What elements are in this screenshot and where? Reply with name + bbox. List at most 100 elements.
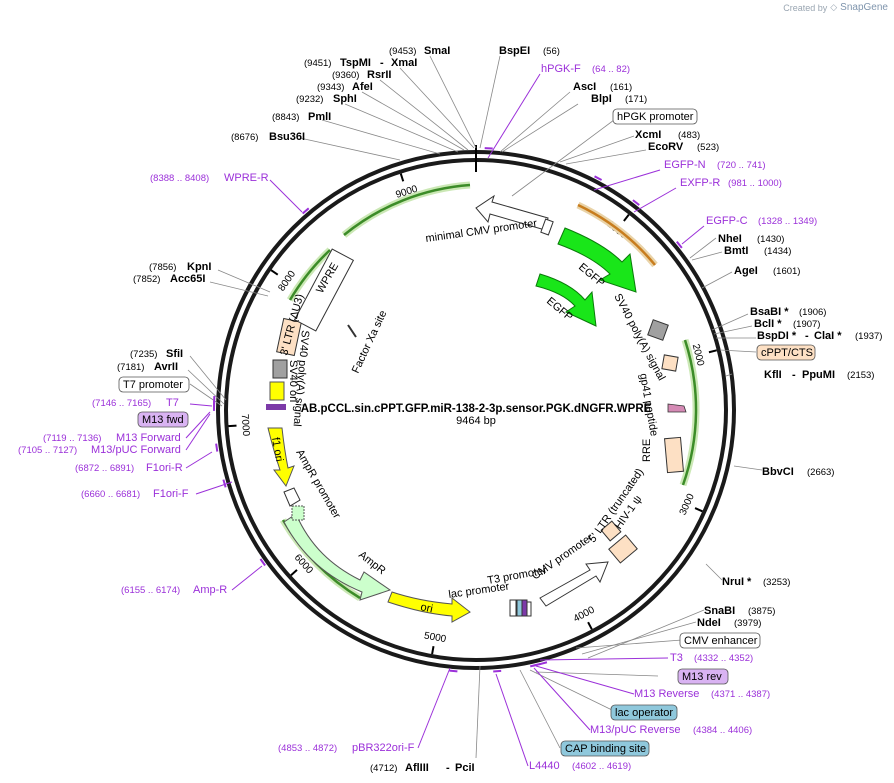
enzyme-afei: AfeI bbox=[352, 81, 373, 93]
primer-m13-puc-reverse: M13/pUC Reverse bbox=[590, 724, 680, 736]
enzyme-blpi: BlpI bbox=[591, 93, 612, 105]
enzyme-sphi-pos: (9232) bbox=[296, 94, 323, 105]
enzyme-bmti: BmtI bbox=[724, 245, 748, 257]
enzyme-tspmi-pos: (9451) bbox=[304, 58, 331, 69]
label-ori: ori bbox=[419, 601, 433, 615]
gp41-box bbox=[661, 354, 679, 372]
minimal-cmv-promoter-arrow bbox=[475, 194, 549, 231]
primer-site-f1ori-r bbox=[215, 443, 219, 452]
t7-promoter-label: T7 promoter bbox=[123, 379, 183, 391]
lac-operator-box bbox=[516, 599, 523, 617]
enzyme-nrui-pos: (3253) bbox=[763, 577, 790, 588]
primer-m13-puc-forward: M13/pUC Forward bbox=[91, 444, 181, 456]
enzyme-acc65i: Acc65I bbox=[170, 273, 205, 285]
enzyme-sphi: SphI bbox=[333, 93, 357, 105]
plasmid-size: 9464 bp bbox=[456, 415, 496, 427]
feature-shapes bbox=[266, 194, 687, 623]
tick-label-3000: 3000 bbox=[678, 492, 697, 517]
label-lac-promoter: lac promoter bbox=[448, 581, 511, 601]
tick-mark-8000 bbox=[270, 269, 279, 276]
cmv-enhancer-label: CMV enhancer bbox=[684, 635, 758, 647]
primer-t7: T7 bbox=[166, 397, 179, 409]
label-factor-xa: Factor Xa site bbox=[350, 309, 390, 376]
tick-label-5000: 5000 bbox=[423, 630, 447, 645]
snapgene-credit: Created by ◇ SnapGene bbox=[783, 2, 888, 13]
snapgene-logo-icon: ◇ bbox=[830, 2, 838, 12]
enzyme-snabi-pos: (3875) bbox=[748, 606, 775, 617]
lac-promoter-box bbox=[526, 601, 532, 617]
enzyme-bcli: BclI * bbox=[754, 318, 782, 330]
label-sv40-ori: SV40 ori bbox=[287, 360, 299, 402]
enzyme-snabi: SnaBI bbox=[704, 605, 735, 617]
boxed-labels: hPGK promoter cPPT/CTS T7 promoter M13 f… bbox=[118, 108, 816, 757]
primer-m13-puc-reverse-range: (4384 .. 4406) bbox=[693, 725, 752, 736]
enzyme-xmai: XmaI bbox=[391, 57, 417, 69]
enzyme-avrii: AvrII bbox=[154, 361, 178, 373]
ampr-promoter-dotted bbox=[291, 505, 305, 521]
primer-wpre-r-range: (8388 .. 8408) bbox=[150, 173, 209, 184]
tick-mark-6000 bbox=[290, 569, 298, 576]
enzyme-sfii-pos: (7235) bbox=[130, 349, 157, 360]
enzyme-bsabi: BsaBI * bbox=[750, 306, 789, 318]
enzyme-nrui: NruI * bbox=[722, 576, 752, 588]
enzyme-tspmi: TspMI bbox=[340, 57, 371, 69]
primer-f1ori-f: F1ori-F bbox=[153, 488, 189, 500]
cmv-promoter-arrow bbox=[539, 561, 609, 607]
enzyme-blpi-pos: (171) bbox=[625, 94, 647, 105]
hiv1-psi-box bbox=[608, 534, 638, 564]
primer-amp-r-range: (6155 .. 6174) bbox=[121, 585, 180, 596]
ampr-promoter-arrow bbox=[283, 487, 301, 507]
primer-site-l4440 bbox=[493, 669, 502, 673]
primer-wpre-r: WPRE-R bbox=[224, 172, 269, 184]
tick-mark-1000 bbox=[623, 214, 630, 222]
primer-site-m13-puc-reverse bbox=[530, 663, 539, 668]
primer-amp-r: Amp-R bbox=[193, 584, 227, 596]
cap-binding-site-label: CAP binding site bbox=[565, 743, 646, 755]
enzyme-ppumi: PpuMI bbox=[802, 369, 835, 381]
cap-binding-site-box bbox=[560, 740, 650, 757]
cppt-cts-label: cPPT/CTS bbox=[761, 347, 813, 359]
primer-labels: hPGK-F (64 .. 82) EGFP-N (720 .. 741) EX… bbox=[18, 63, 817, 772]
enzyme-bcli-pos: (1907) bbox=[793, 319, 820, 330]
primer-hpgk-f-range: (64 .. 82) bbox=[592, 64, 630, 75]
enzyme-bspdi-pos: (1937) bbox=[855, 331, 882, 342]
hpgk-promoter-label: hPGK promoter bbox=[617, 111, 694, 123]
m13-rev-box bbox=[677, 668, 729, 685]
primer-site-marks bbox=[212, 147, 683, 673]
enzyme-ndei: NdeI bbox=[697, 617, 721, 629]
minimal-cmv-small-box bbox=[540, 218, 554, 236]
primer-pbr322ori-f: pBR322ori-F bbox=[352, 742, 415, 754]
rre-arc bbox=[681, 339, 698, 486]
m13-rev-label: M13 rev bbox=[682, 671, 722, 683]
enzyme-agei: AgeI bbox=[734, 265, 758, 277]
label-ampr: AmpR bbox=[356, 549, 388, 577]
enzyme-bspdi-dash: - bbox=[805, 330, 809, 342]
tick-label-4000: 4000 bbox=[572, 604, 597, 624]
primer-site-wpre-r bbox=[301, 207, 310, 215]
rre-box bbox=[664, 436, 684, 474]
enzyme-pmli: PmlI bbox=[308, 111, 331, 123]
egfp-outer-arc bbox=[577, 203, 656, 266]
enzyme-xcmi: XcmI bbox=[635, 129, 661, 141]
enzyme-kfli-dash: - bbox=[792, 369, 796, 381]
tick-mark-5000 bbox=[431, 646, 435, 655]
enzyme-pmli-pos: (8843) bbox=[272, 112, 299, 123]
enzyme-agei-pos: (1601) bbox=[773, 266, 800, 277]
enzyme-tspmi-dash: - bbox=[380, 57, 384, 69]
primer-f1ori-f-range: (6660 .. 6681) bbox=[81, 489, 140, 500]
tick-mark-9000 bbox=[399, 173, 405, 182]
enzyme-rsrii: RsrII bbox=[367, 69, 391, 81]
egfp-inner-arrow bbox=[535, 273, 597, 327]
primer-m13-reverse: M13 Reverse bbox=[634, 688, 699, 700]
tick-mark-7000 bbox=[228, 424, 237, 428]
wpre-arc bbox=[343, 183, 471, 236]
tick-label-7000: 7000 bbox=[239, 414, 251, 437]
primer-site-f1ori-f bbox=[222, 479, 227, 488]
primer-site-pbr322ori-f bbox=[449, 669, 458, 673]
enzyme-nhei-pos: (1430) bbox=[757, 234, 784, 245]
enzyme-kfli-pos: (2153) bbox=[847, 370, 874, 381]
wpre-box bbox=[293, 248, 355, 332]
primer-site-egfp-n bbox=[594, 175, 603, 181]
t7-promoter-box bbox=[118, 376, 190, 393]
